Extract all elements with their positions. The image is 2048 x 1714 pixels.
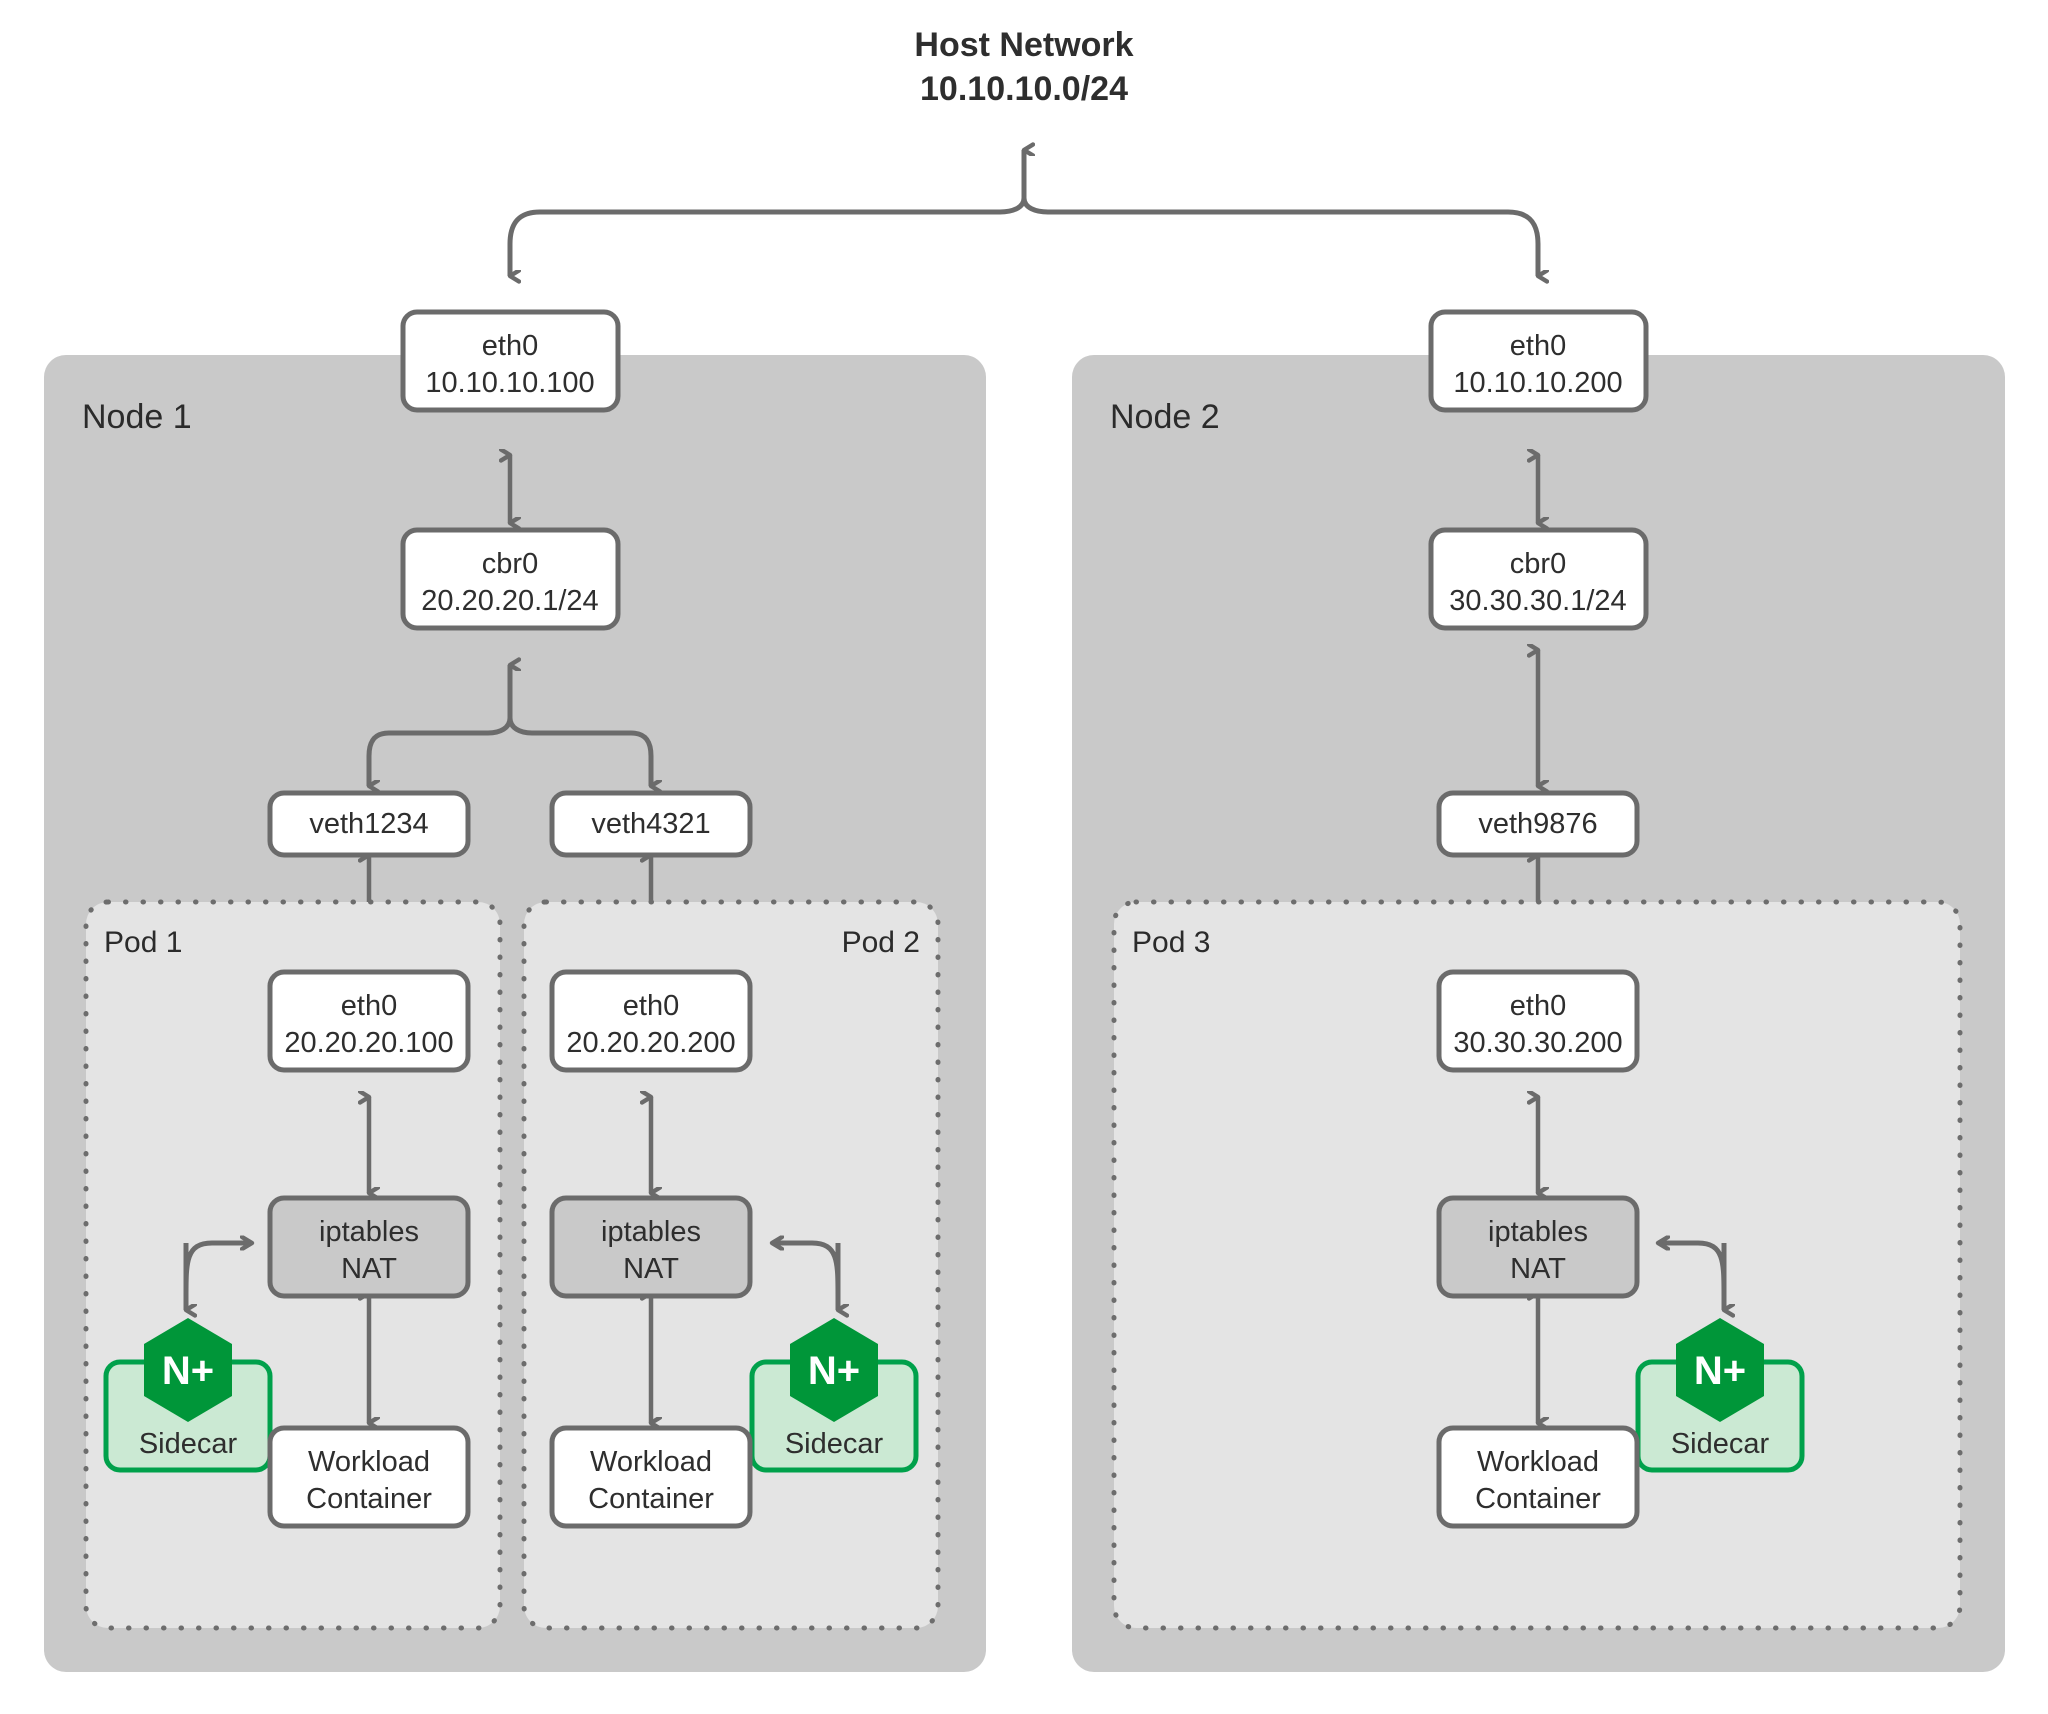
node-2-label: Node 2 — [1110, 398, 1220, 436]
pod-2-internal-links — [651, 1097, 838, 1423]
pod-3-nat-line-1: iptables — [1488, 1216, 1588, 1248]
title-line-1: Host Network — [914, 26, 1133, 64]
node-1-veth4321-box[interactable]: veth4321 — [549, 790, 753, 858]
pod-3-workload-container-box[interactable]: Workload Container — [1436, 1425, 1640, 1529]
nginx-plus-hexagon-icon — [144, 1318, 232, 1422]
pod-1-nat-line-1: iptables — [319, 1216, 419, 1248]
node-1-eth0-name: eth0 — [482, 330, 538, 362]
pod-3-internal-links — [1538, 1097, 1724, 1423]
pod-1-workload-line-2: Container — [306, 1483, 432, 1515]
box-frame — [267, 790, 471, 858]
node-1-label: Node 1 — [82, 398, 192, 436]
pod-1-label: Pod 1 — [104, 926, 182, 959]
node-1-cbr0-box[interactable]: cbr0 20.20.20.1/24 — [400, 527, 621, 631]
pod-1-iptables-nat-box[interactable]: iptables NAT — [267, 1195, 471, 1299]
box-frame — [1436, 790, 1640, 858]
pod-3-sidecar-box[interactable]: N+ Sidecar — [1635, 1318, 1805, 1473]
box-frame — [267, 1425, 471, 1529]
nginx-plus-logo-text: N+ — [808, 1349, 860, 1393]
node-2-host-eth0-box[interactable]: eth0 10.10.10.200 — [1428, 309, 1649, 413]
box-frame — [1436, 1425, 1640, 1529]
box-frame — [549, 790, 753, 858]
pod-3-eth0-address: 30.30.30.200 — [1453, 1027, 1622, 1059]
pod-1-workload-line-1: Workload — [308, 1446, 430, 1478]
pod-2-nat-line-1: iptables — [601, 1216, 701, 1248]
node-1-cbr0-name: cbr0 — [482, 548, 538, 580]
pod-1-internal-links — [183, 1097, 369, 1423]
pod-1-nat-line-2: NAT — [341, 1253, 397, 1285]
pod-2-eth0-address: 20.20.20.200 — [566, 1027, 735, 1059]
box-frame — [1436, 1195, 1640, 1299]
pod-1-workload-container-box[interactable]: Workload Container — [267, 1425, 471, 1529]
pod-3-workload-line-1: Workload — [1477, 1446, 1599, 1478]
pod-2-workload-line-2: Container — [588, 1483, 714, 1515]
box-frame — [1428, 527, 1649, 631]
node-2-veth9876-box[interactable]: veth9876 — [1436, 790, 1640, 858]
pod-3-eth0-box[interactable]: eth0 30.30.30.200 — [1436, 969, 1640, 1073]
nginx-plus-hexagon-icon — [1676, 1318, 1764, 1422]
host-network-bus-connector — [507, 150, 1538, 276]
pod-3-iptables-nat-box[interactable]: iptables NAT — [1436, 1195, 1640, 1299]
pod-2-eth0-name: eth0 — [623, 990, 679, 1022]
box-frame — [549, 969, 753, 1073]
pod-1-eth0-address: 20.20.20.100 — [284, 1027, 453, 1059]
pod-3-sidecar-label: Sidecar — [1671, 1428, 1770, 1460]
node-2-veth9876-label: veth9876 — [1478, 808, 1597, 840]
pod-1-sidecar-label: Sidecar — [139, 1428, 238, 1460]
pod-1-eth0-name: eth0 — [341, 990, 397, 1022]
box-frame — [267, 969, 471, 1073]
node-2-eth0-address: 10.10.10.200 — [1453, 367, 1622, 399]
pod-2-eth0-box[interactable]: eth0 20.20.20.200 — [549, 969, 753, 1073]
pod-2-sidecar-box[interactable]: N+ Sidecar — [749, 1318, 919, 1473]
pod-2-workload-container-box[interactable]: Workload Container — [549, 1425, 753, 1529]
box-frame — [400, 309, 621, 413]
box-frame — [1436, 969, 1640, 1073]
pod-2-workload-line-1: Workload — [590, 1446, 712, 1478]
node-1-veth1234-label: veth1234 — [309, 808, 428, 840]
node-1-veth1234-box[interactable]: veth1234 — [267, 790, 471, 858]
pod-2-label: Pod 2 — [842, 926, 920, 959]
pod-3-workload-line-2: Container — [1475, 1483, 1601, 1515]
box-frame — [549, 1195, 753, 1299]
node-1-veth4321-label: veth4321 — [591, 808, 710, 840]
node-2-cbr0-name: cbr0 — [1510, 548, 1566, 580]
node-1-cbr0-address: 20.20.20.1/24 — [421, 585, 598, 617]
node-2-eth0-name: eth0 — [1510, 330, 1566, 362]
nginx-plus-hexagon-icon — [790, 1318, 878, 1422]
node-1-host-eth0-box[interactable]: eth0 10.10.10.100 — [400, 309, 621, 413]
box-frame — [267, 1195, 471, 1299]
pod-2-sidecar-label: Sidecar — [785, 1428, 884, 1460]
pod-1-eth0-box[interactable]: eth0 20.20.20.100 — [267, 969, 471, 1073]
box-frame — [400, 527, 621, 631]
box-frame — [549, 1425, 753, 1529]
pod-2-iptables-nat-box[interactable]: iptables NAT — [549, 1195, 753, 1299]
pod-2-nat-line-2: NAT — [623, 1253, 679, 1285]
page-title: Host Network 10.10.10.0/24 — [914, 26, 1133, 108]
box-frame — [1428, 309, 1649, 413]
node-1-bridge-veth-fork — [366, 665, 651, 786]
nginx-plus-logo-text: N+ — [1694, 1349, 1746, 1393]
node-1-eth0-address: 10.10.10.100 — [425, 367, 594, 399]
pod-3-nat-line-2: NAT — [1510, 1253, 1566, 1285]
nginx-plus-logo-text: N+ — [162, 1349, 214, 1393]
pod-3-eth0-name: eth0 — [1510, 990, 1566, 1022]
title-line-2: 10.10.10.0/24 — [920, 70, 1128, 108]
pod-3-label: Pod 3 — [1132, 926, 1210, 959]
node-2-cbr0-box[interactable]: cbr0 30.30.30.1/24 — [1428, 527, 1649, 631]
pod-1-sidecar-box[interactable]: N+ Sidecar — [103, 1318, 273, 1473]
node-2-cbr0-address: 30.30.30.1/24 — [1449, 585, 1626, 617]
